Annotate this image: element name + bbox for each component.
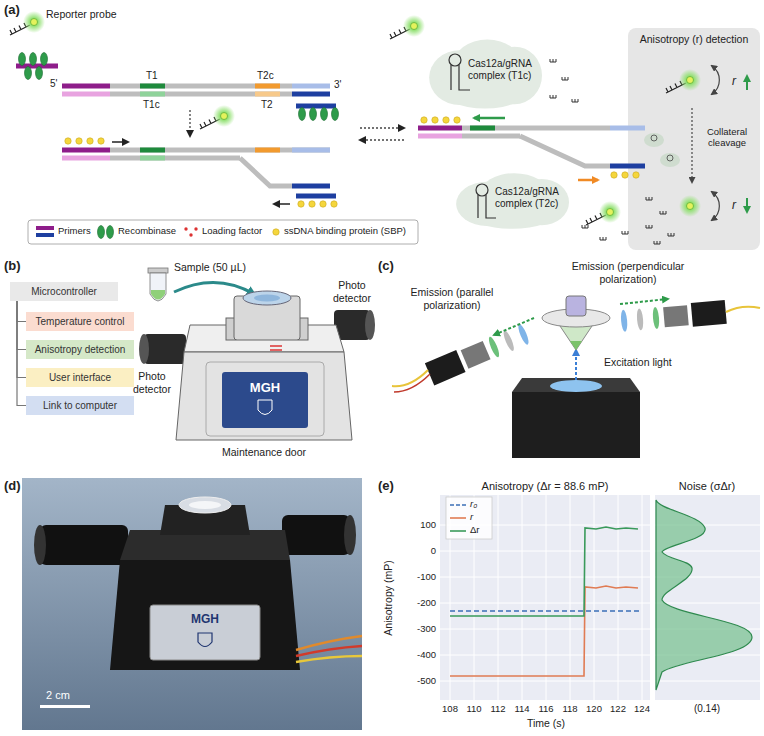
scale-label: 2 cm — [46, 689, 70, 702]
axis-tick: -400 — [398, 649, 436, 660]
legend-text: Loading factor — [202, 225, 262, 236]
box-label: Link to computer — [43, 400, 117, 412]
node-text: Collateral cleavage — [698, 126, 756, 149]
target-label: T2c — [257, 70, 274, 82]
axis-tick: -200 — [398, 597, 436, 608]
axis-tick: 114 — [514, 703, 529, 714]
strand-end: 3' — [334, 79, 341, 91]
axis-tick: -500 — [398, 675, 436, 686]
node-text: r — [732, 198, 736, 212]
node-text: Cas12a/gRNA complex (T1c) — [468, 58, 538, 82]
axis-tick: 112 — [490, 703, 505, 714]
legend-swatch — [36, 226, 54, 230]
axis-tick: -300 — [398, 623, 436, 634]
target-label: T2 — [261, 99, 273, 111]
annotation: Excitation light — [604, 356, 672, 369]
chart-title: Noise (σΔr) — [679, 480, 735, 493]
node-text: r — [732, 74, 736, 88]
enzyme-cloud: Cas12a/gRNA complex (T1c) — [428, 38, 542, 110]
axis-tick: 110 — [466, 703, 481, 714]
annotation: Emission (parallel polarization) — [393, 286, 511, 311]
panel-label: (b) — [4, 258, 21, 274]
module-box: Temperature control — [26, 312, 134, 331]
part-label: Photo detector — [326, 279, 378, 304]
axis-title: Time (s) — [527, 717, 565, 730]
module-box: Anisotropy detection — [26, 340, 134, 359]
enzyme-cloud: Cas12a/gRNA complex (T2c) — [455, 172, 569, 230]
axis-tick: 120 — [586, 703, 602, 714]
legend-text: Primers — [58, 225, 91, 236]
legend-text: Δr — [470, 524, 480, 535]
axis-title: Anisotropy (mP) — [382, 560, 395, 635]
axis-tick: 116 — [538, 703, 553, 714]
badge-text: MGH — [191, 612, 219, 626]
axis-tick: 118 — [562, 703, 577, 714]
badge-text: MGH — [250, 380, 280, 396]
node-text: Anisotropy (r) detection — [632, 33, 756, 46]
legend-text: ssDNA binding protein (SBP) — [284, 225, 406, 236]
axis-tick: 122 — [610, 703, 626, 714]
panel-label: (a) — [4, 2, 20, 18]
panel-label: (d) — [4, 478, 21, 494]
node-text: Cas12a/gRNA complex (T2c) — [495, 186, 565, 210]
module-box: User interface — [26, 368, 134, 387]
legend-text: Recombinase — [118, 225, 176, 236]
chart-title: Anisotropy (Δr = 88.6 mP) — [482, 480, 609, 493]
annotation: Reporter probe — [46, 8, 117, 21]
axis-tick: 100 — [398, 519, 436, 530]
target-label: T1c — [143, 99, 160, 111]
annotation: Sample (50 µL) — [174, 261, 246, 274]
connector — [17, 301, 26, 406]
axis-tick: 108 — [442, 703, 458, 714]
axis-tick: 0 — [398, 545, 436, 556]
module-box: Link to computer — [26, 396, 134, 415]
annotation: Emission (perpendicular polarization) — [553, 260, 703, 285]
box-label: Temperature control — [36, 316, 125, 328]
connector — [17, 301, 26, 322]
box-label: User interface — [49, 372, 111, 384]
legend-text: r₀ — [470, 498, 477, 509]
strand-end: 5' — [50, 78, 57, 90]
part-label: Photo detector — [127, 370, 177, 395]
panel-label: (e) — [378, 478, 394, 494]
legend-text: r — [470, 511, 473, 522]
axis-tick: 124 — [634, 703, 650, 714]
part-label: Maintenance door — [222, 446, 306, 459]
module-box: Microcontroller — [10, 282, 118, 301]
target-label: T1 — [146, 70, 158, 82]
box-label: Anisotropy detection — [35, 344, 126, 356]
value-label: (0.14) — [694, 703, 720, 715]
panel-label: (c) — [378, 258, 394, 274]
box-label: Microcontroller — [31, 286, 97, 298]
connector — [17, 301, 26, 350]
axis-tick: -100 — [398, 571, 436, 582]
connector — [17, 301, 26, 378]
